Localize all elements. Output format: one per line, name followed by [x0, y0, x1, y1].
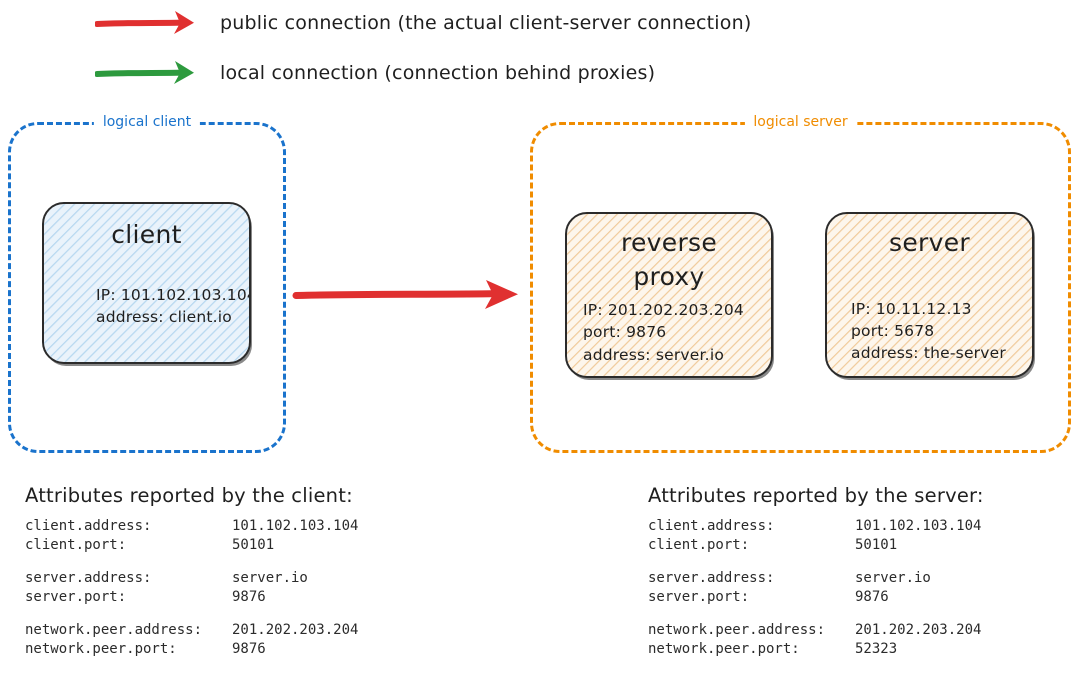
logical-server-title: logical server [744, 114, 857, 130]
attribute-group: server.address: server.io server.port: 9… [25, 569, 358, 607]
node-reverse-proxy-address: address: server.io [583, 345, 725, 364]
node-client[interactable]: client IP: 101.102.103.104 address: clie… [42, 202, 251, 364]
legend: public connection (the actual client-ser… [0, 0, 1080, 100]
attr-value: server.io [232, 570, 308, 586]
attr-key: server.port: [25, 589, 127, 605]
server-hatch-pattern [827, 214, 1032, 376]
table-row: network.peer.address: 201.202.203.204 [648, 621, 984, 640]
table-row: server.address: server.io [648, 569, 984, 588]
attr-key: server.address: [648, 570, 775, 586]
legend-item-local: local connection (connection behind prox… [0, 53, 1080, 93]
attr-key: client.address: [25, 518, 152, 534]
attributes-client-title: Attributes reported by the client: [25, 484, 353, 507]
table-row: server.port: 9876 [25, 588, 358, 607]
node-client-details: IP: 101.102.103.104 address: client.io [58, 284, 251, 329]
node-reverse-proxy-details: IP: 201.202.203.204 port: 9876 address: … [581, 299, 757, 366]
attr-value: 9876 [232, 589, 266, 605]
attributes-client-panel: Attributes reported by the client: clien… [25, 484, 358, 673]
node-reverse-proxy-title-line1: reverse [620, 228, 718, 257]
attr-key: network.peer.address: [648, 622, 826, 638]
node-client-ip: IP: 101.102.103.104 [96, 285, 251, 304]
attr-value: 201.202.203.204 [232, 622, 359, 638]
node-reverse-proxy[interactable]: reverse proxy IP: 201.202.203.204 port: … [565, 212, 773, 378]
client-hatch-pattern [44, 204, 249, 362]
legend-label-local: local connection (connection behind prox… [220, 62, 656, 84]
node-client-address: address: client.io [96, 307, 232, 326]
attr-key: client.port: [25, 537, 127, 553]
table-row: server.port: 9876 [648, 588, 984, 607]
attribute-group: network.peer.address: 201.202.203.204 ne… [648, 621, 984, 659]
attr-value: 101.102.103.104 [855, 518, 982, 534]
attr-key: network.peer.address: [25, 622, 203, 638]
attributes-server-title: Attributes reported by the server: [648, 484, 984, 507]
attr-value: 50101 [855, 537, 898, 553]
node-server-port: port: 5678 [851, 321, 935, 340]
logical-client-container: logical client [8, 114, 286, 453]
reverse-proxy-hatch-pattern [567, 214, 771, 376]
attr-value: 52323 [855, 641, 898, 657]
table-row: client.address: 101.102.103.104 [648, 517, 984, 536]
attr-key: server.address: [25, 570, 152, 586]
node-server-title: server [889, 228, 970, 257]
attr-value: 9876 [855, 589, 889, 605]
attribute-group: client.address: 101.102.103.104 client.p… [648, 517, 984, 555]
attr-value: 9876 [232, 641, 266, 657]
attr-key: client.port: [648, 537, 750, 553]
node-reverse-proxy-port: port: 9876 [583, 323, 667, 342]
attribute-group: server.address: server.io server.port: 9… [648, 569, 984, 607]
table-row: client.port: 50101 [648, 536, 984, 555]
node-client-title: client [111, 220, 182, 249]
legend-label-public: public connection (the actual client-ser… [220, 12, 752, 34]
node-server-ip: IP: 10.11.12.13 [851, 299, 972, 318]
table-row: client.address: 101.102.103.104 [25, 517, 358, 536]
table-row: network.peer.port: 9876 [25, 640, 358, 659]
attributes-server-panel: Attributes reported by the server: clien… [648, 484, 984, 673]
table-row: client.port: 50101 [25, 536, 358, 555]
node-reverse-proxy-title-line2: proxy [633, 261, 705, 291]
table-row: server.address: server.io [25, 569, 358, 588]
node-reverse-proxy-ip: IP: 201.202.203.204 [583, 301, 744, 319]
attr-value: 50101 [232, 537, 275, 553]
attr-key: server.port: [648, 589, 750, 605]
attr-key: network.peer.port: [648, 641, 800, 657]
attr-key: network.peer.port: [25, 641, 177, 657]
attribute-group: client.address: 101.102.103.104 client.p… [25, 517, 358, 555]
attr-value: 101.102.103.104 [232, 518, 359, 534]
attribute-group: network.peer.address: 201.202.203.204 ne… [25, 621, 358, 659]
node-server[interactable]: server IP: 10.11.12.13 port: 5678 addres… [825, 212, 1034, 378]
public-connection-arrow [292, 272, 524, 318]
attr-key: client.address: [648, 518, 775, 534]
legend-item-public: public connection (the actual client-ser… [0, 3, 1080, 43]
table-row: network.peer.address: 201.202.203.204 [25, 621, 358, 640]
node-server-details: IP: 10.11.12.13 port: 5678 address: the-… [841, 298, 1018, 365]
logical-server-container: logical server [530, 114, 1071, 453]
green-arrow-icon [94, 53, 205, 93]
logical-client-title: logical client [93, 114, 201, 130]
attr-value: 201.202.203.204 [855, 622, 982, 638]
node-server-address: address: the-server [851, 344, 1006, 363]
red-arrow-icon [94, 3, 205, 43]
attr-value: server.io [855, 570, 931, 586]
table-row: network.peer.port: 52323 [648, 640, 984, 659]
